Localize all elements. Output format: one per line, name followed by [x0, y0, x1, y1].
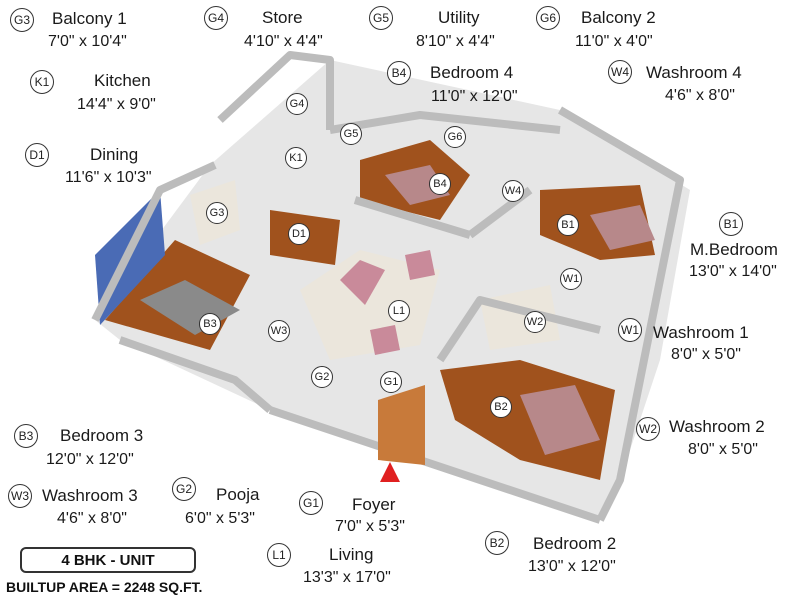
legend-badge: B4 [387, 61, 411, 85]
legend-badge: K1 [30, 70, 54, 94]
room-name: Balcony 2 [581, 8, 656, 27]
room-size: 11'0" x 12'0" [431, 88, 518, 105]
legend-badge: B1 [719, 212, 743, 236]
room-size: 6'0" x 5'3" [185, 510, 255, 527]
room-size: 7'0" x 5'3" [335, 518, 405, 535]
plan-marker-w1: W1 [560, 268, 582, 290]
room-size: 8'0" x 5'0" [671, 346, 741, 363]
legend-badge: W4 [608, 60, 632, 84]
room-name: Pooja [216, 485, 260, 504]
legend-badge: G6 [536, 6, 560, 30]
room-name: Utility [438, 8, 480, 27]
legend-badge: W2 [636, 417, 660, 441]
legend-badge: G3 [10, 8, 34, 32]
plan-marker-g1: G1 [380, 371, 402, 393]
room-name: Bedroom 4 [430, 63, 514, 82]
room-name: Washroom 3 [42, 486, 138, 505]
plan-marker-g2: G2 [311, 366, 333, 388]
room-size: 13'3" x 17'0" [303, 569, 391, 586]
legend-badge: G2 [172, 477, 196, 501]
room-size: 4'6" x 8'0" [57, 510, 127, 527]
room-name: Washroom 2 [669, 417, 765, 436]
legend-badge: L1 [267, 543, 291, 567]
room-name: Kitchen [94, 71, 151, 90]
room-size: 4'6" x 8'0" [665, 87, 735, 104]
room-name: M.Bedroom [690, 240, 778, 259]
room-size: 4'10" x 4'4" [244, 33, 323, 50]
plan-marker-b3: B3 [199, 313, 221, 335]
plan-marker-g5: G5 [340, 123, 362, 145]
legend-badge: W3 [8, 484, 32, 508]
legend-badge: G1 [299, 491, 323, 515]
plan-marker-g6: G6 [444, 126, 466, 148]
room-name: Living [329, 545, 374, 564]
room-size: 11'0" x 4'0" [575, 33, 653, 50]
legend-badge: D1 [25, 143, 49, 167]
legend-badge: B3 [14, 424, 38, 448]
room-name: Balcony 1 [52, 9, 127, 28]
plan-marker-g4: G4 [286, 93, 308, 115]
plan-marker-g3: G3 [206, 202, 228, 224]
room-name: Washroom 4 [646, 63, 742, 82]
legend-badge: G4 [204, 6, 228, 30]
legend-badge: B2 [485, 531, 509, 555]
plan-marker-b1: B1 [557, 214, 579, 236]
plan-marker-b2: B2 [490, 396, 512, 418]
room-size: 12'0" x 12'0" [46, 451, 134, 468]
room-size: 7'0" x 10'4" [48, 33, 127, 50]
room-name: Foyer [352, 495, 396, 514]
unit-title-box: 4 BHK - UNIT [20, 547, 196, 573]
legend-badge: G5 [369, 6, 393, 30]
room-size: 13'0" x 14'0" [689, 263, 777, 280]
room-name: Store [262, 8, 303, 27]
plan-marker-w2: W2 [524, 311, 546, 333]
room-name: Dining [90, 145, 139, 164]
plan-marker-l1: L1 [388, 300, 410, 322]
room-size: 14'4" x 9'0" [77, 96, 156, 113]
room-size: 13'0" x 12'0" [528, 558, 616, 575]
room-name: Washroom 1 [653, 323, 749, 342]
plan-marker-w4: W4 [502, 180, 524, 202]
room-size: 8'10" x 4'4" [416, 33, 495, 50]
room-name: Bedroom 3 [60, 426, 144, 445]
plan-marker-d1: D1 [288, 223, 310, 245]
legend-badge: W1 [618, 318, 642, 342]
builtup-area: BUILTUP AREA = 2248 SQ.FT. [6, 579, 203, 595]
room-size: 11'6" x 10'3" [65, 169, 152, 186]
room-size: 8'0" x 5'0" [688, 441, 758, 458]
entry-arrow [380, 462, 400, 482]
entry-door [378, 385, 425, 465]
living-furniture [340, 250, 435, 355]
plan-marker-w3: W3 [268, 320, 290, 342]
unit-title: 4 BHK - UNIT [61, 551, 155, 569]
plan-marker-k1: K1 [285, 147, 307, 169]
room-name: Bedroom 2 [533, 534, 617, 553]
plan-marker-b4: B4 [429, 173, 451, 195]
